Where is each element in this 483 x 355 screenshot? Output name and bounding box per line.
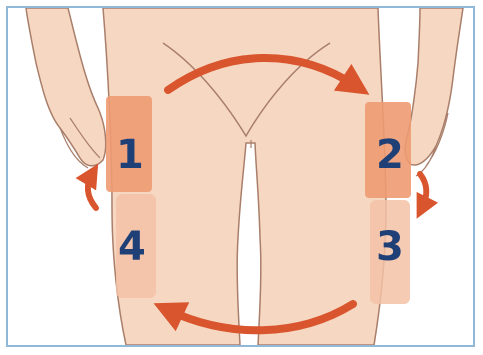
zone-3-label: 3 bbox=[376, 224, 404, 270]
diagram-frame: 1 2 3 4 bbox=[6, 6, 475, 347]
zone-2-label: 2 bbox=[376, 132, 404, 178]
arrow-down-icon bbox=[420, 174, 426, 208]
zone-1-label: 1 bbox=[116, 132, 144, 178]
zone-4-label: 4 bbox=[118, 224, 146, 270]
right-arm bbox=[405, 8, 463, 165]
arrow-up-icon bbox=[88, 174, 96, 208]
injection-site-diagram: 1 2 3 4 bbox=[8, 8, 473, 345]
